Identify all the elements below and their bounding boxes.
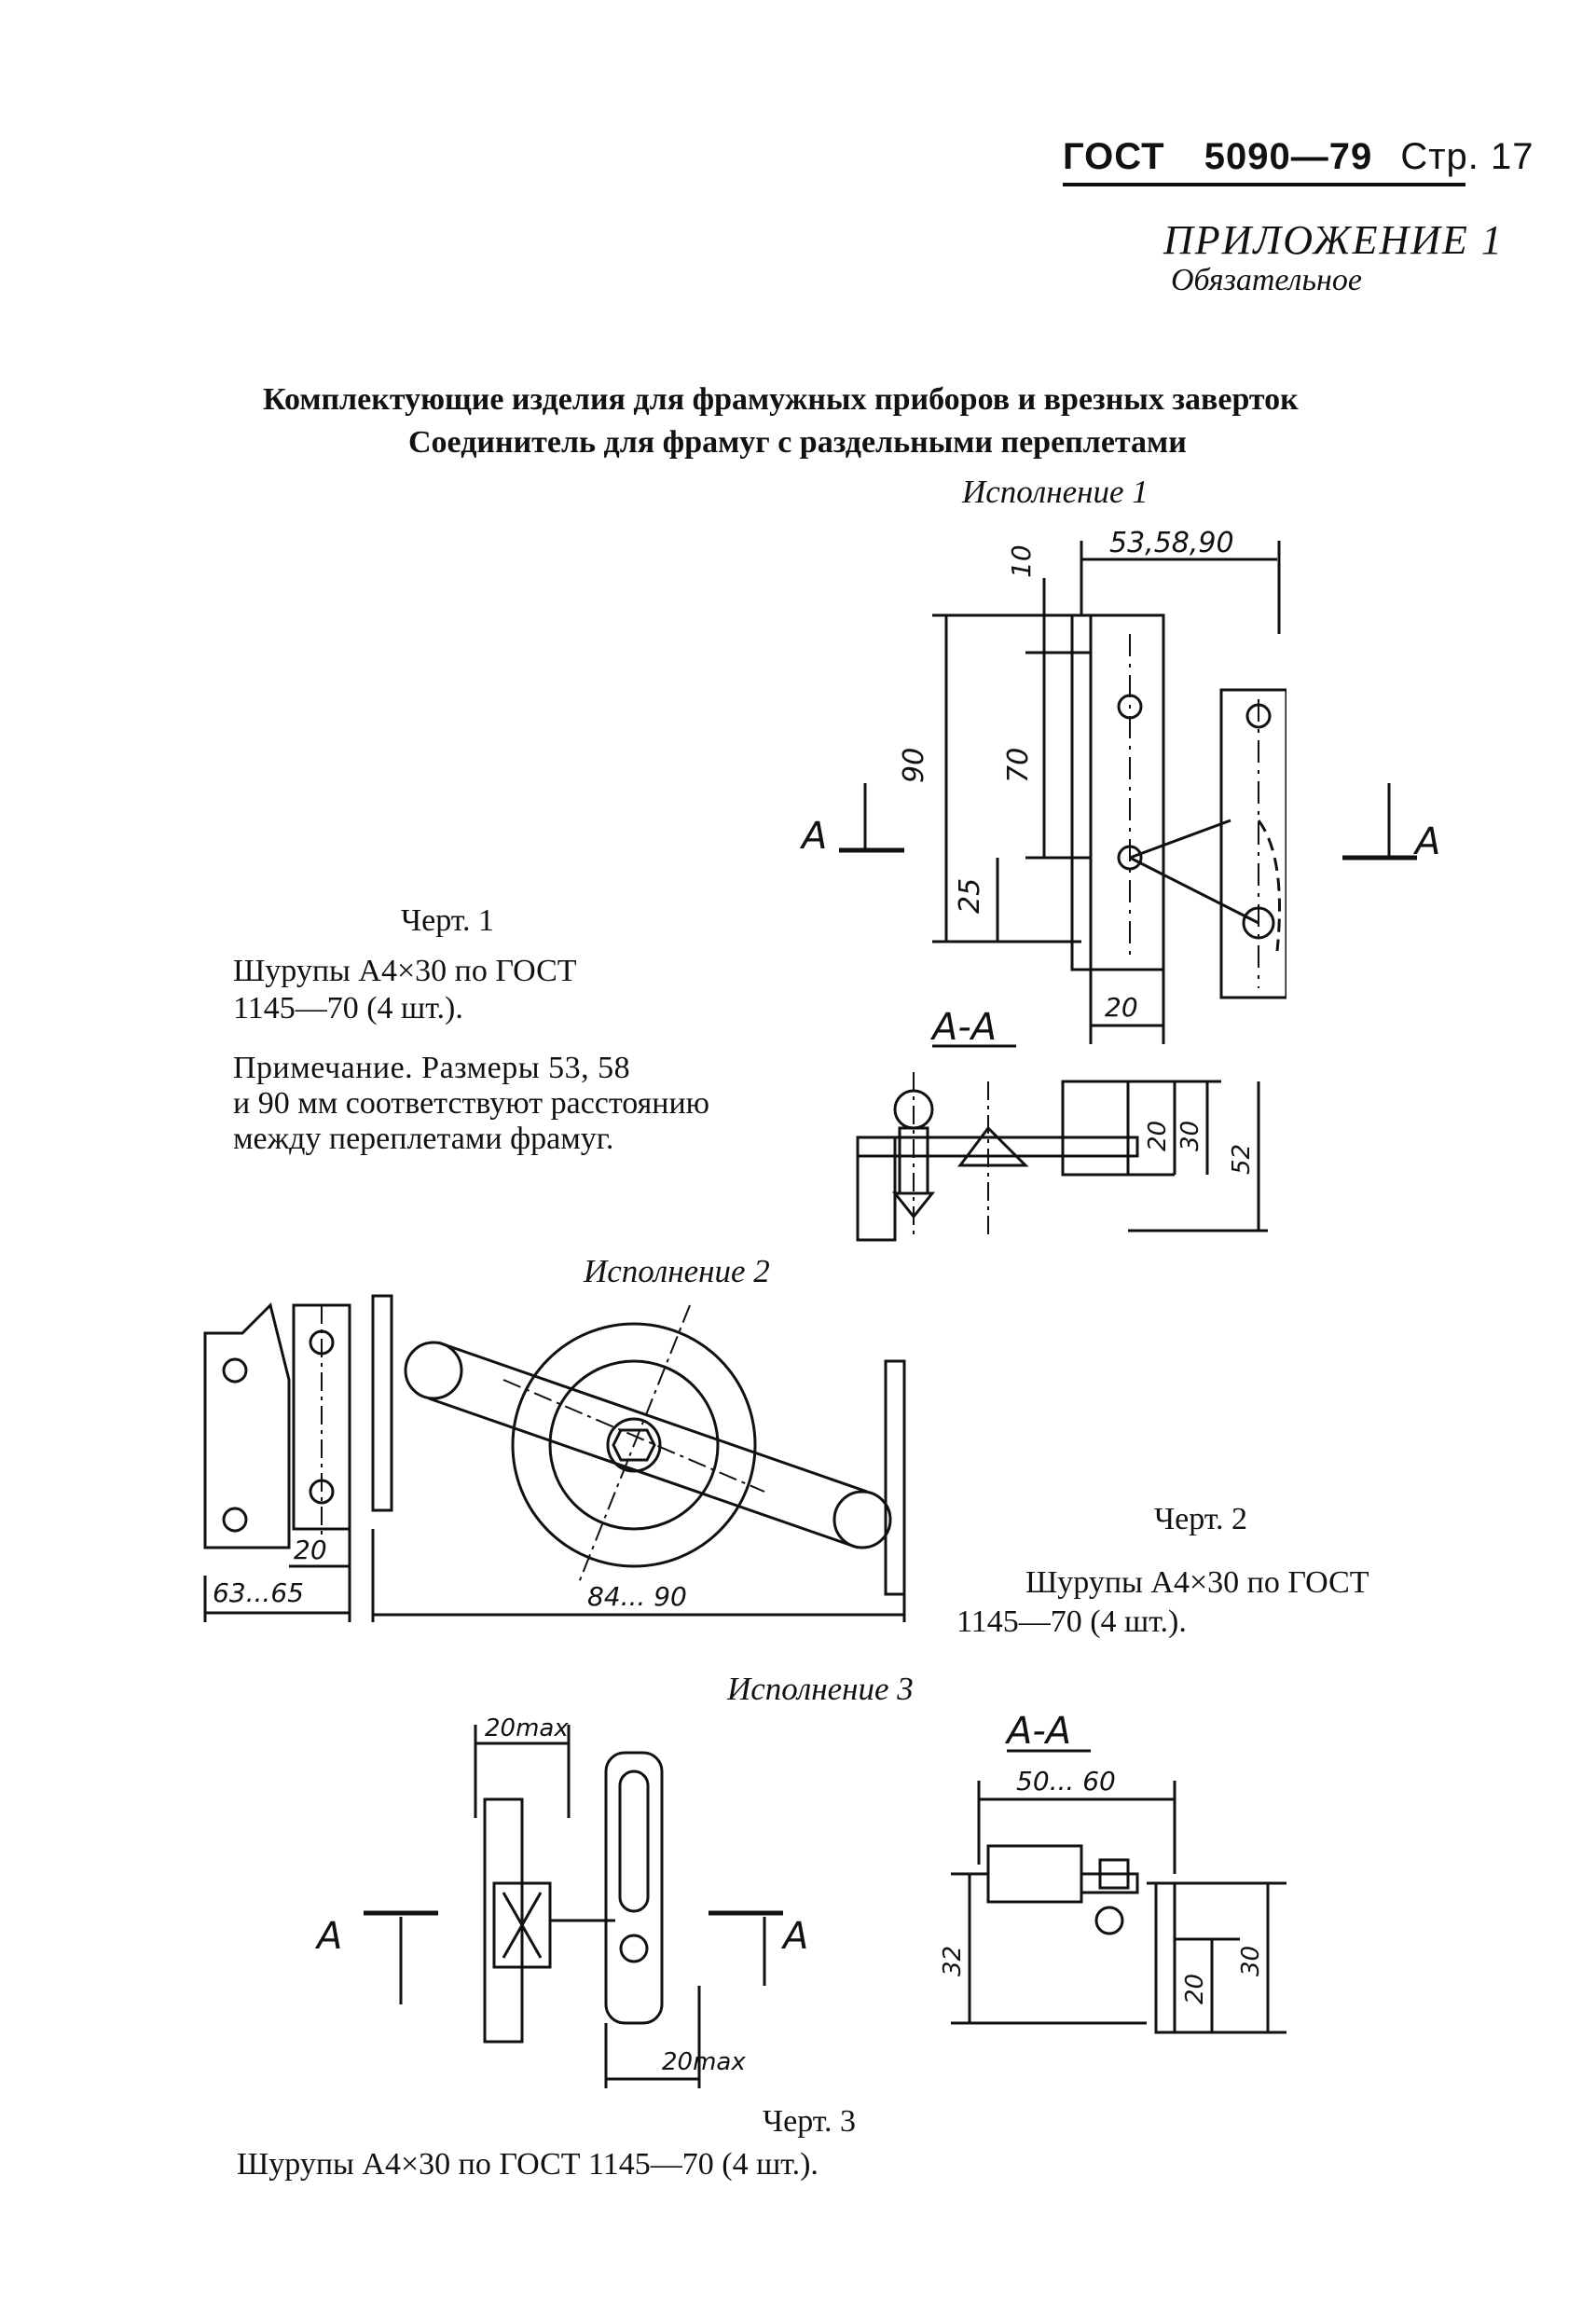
dim-90: 90 <box>898 748 930 783</box>
header-number: 5090—79 <box>1204 136 1373 177</box>
variant3-screws: Шурупы А4×30 по ГОСТ 1145—70 (4 шт.). <box>237 2147 819 2182</box>
variant1-note-2: и 90 мм соответствуют расстоянию <box>233 1086 710 1121</box>
variant3-label: Исполнение 3 <box>727 1671 914 1707</box>
drawing-variant3-section: А-А 50... 60 20 30 32 <box>939 1710 1286 2034</box>
variant2-screws-1: Шурупы А4×30 по ГОСТ <box>1025 1565 1369 1600</box>
drawing1-label: Черт. 1 <box>401 903 495 938</box>
dim-v3-32: 32 <box>939 1946 967 1976</box>
dim-section-52: 52 <box>1228 1144 1256 1175</box>
dim-20: 20 <box>1105 992 1138 1023</box>
header-rule <box>1063 183 1465 186</box>
plate-left <box>1089 613 1165 971</box>
page-header: ГОСТ 5090—79 Стр. 17 <box>1063 136 1534 178</box>
dim-v2-20: 20 <box>294 1535 327 1565</box>
variant1-screws-1: Шурупы А4×30 по ГОСТ <box>233 954 577 988</box>
section-mark-right: А <box>1342 783 1440 863</box>
drawing-variant3: 20max А А 20max <box>314 1714 808 2088</box>
dim-63-65: 63...65 <box>213 1577 304 1608</box>
variant1-label: Исполнение 1 <box>962 474 1149 510</box>
v3-section-mark-right: А <box>780 1915 808 1958</box>
dim-v3-30: 30 <box>1237 1946 1265 1976</box>
variant1-screws-2: 1145—70 (4 шт.). <box>233 991 463 1026</box>
variant2-screws-2: 1145—70 (4 шт.). <box>956 1604 1187 1639</box>
dim-25: 25 <box>954 878 986 914</box>
dim-53-58-90: 53,58,90 <box>1109 527 1234 559</box>
section-title-aa: А-А <box>929 1006 997 1049</box>
drawing-variant2: 63...65 20 84... 90 <box>203 1294 906 1622</box>
dim-10: 10 <box>1006 544 1037 578</box>
header-standard: ГОСТ <box>1063 136 1165 177</box>
dim-section-20: 20 <box>1144 1121 1172 1151</box>
dim-84-90: 84... 90 <box>587 1581 687 1612</box>
drawing2-label: Черт. 2 <box>1154 1502 1248 1536</box>
v3-section-mark-left: А <box>314 1915 342 1958</box>
variant2-label: Исполнение 2 <box>584 1253 770 1289</box>
dim-section-30: 30 <box>1176 1121 1204 1151</box>
section-mark-a-left: А <box>799 815 827 858</box>
section-title-2: Соединитель для фрамуг с раздельными пер… <box>408 425 1187 460</box>
variant1-note-3: между переплетами фрамуг. <box>233 1122 614 1156</box>
variant1-note-1: Примечание. Размеры 53, 58 <box>233 1051 631 1085</box>
dim-v3-20: 20 <box>1181 1974 1209 2004</box>
v3-section-title: А-А <box>1004 1710 1071 1753</box>
drawing-variant1: 53,58,90 90 10 70 25 20 А А-А 20 30 <box>799 527 1286 1242</box>
section-mark-a-right: А <box>1412 820 1440 863</box>
appendix-subtitle: Обязательное <box>1171 263 1362 297</box>
dim-20max-bottom: 20max <box>662 2048 746 2076</box>
dim-50-60: 50... 60 <box>1016 1766 1116 1797</box>
drawing3-label: Черт. 3 <box>763 2104 857 2139</box>
appendix-title: ПРИЛОЖЕНИЕ 1 <box>1163 217 1504 263</box>
dim-20max-top: 20max <box>485 1714 569 1742</box>
dim-70: 70 <box>1002 748 1035 783</box>
section-title-1: Комплектующие изделия для фрамужных приб… <box>263 382 1299 417</box>
header-page: Стр. 17 <box>1400 136 1534 177</box>
plate-right <box>1219 688 1286 999</box>
